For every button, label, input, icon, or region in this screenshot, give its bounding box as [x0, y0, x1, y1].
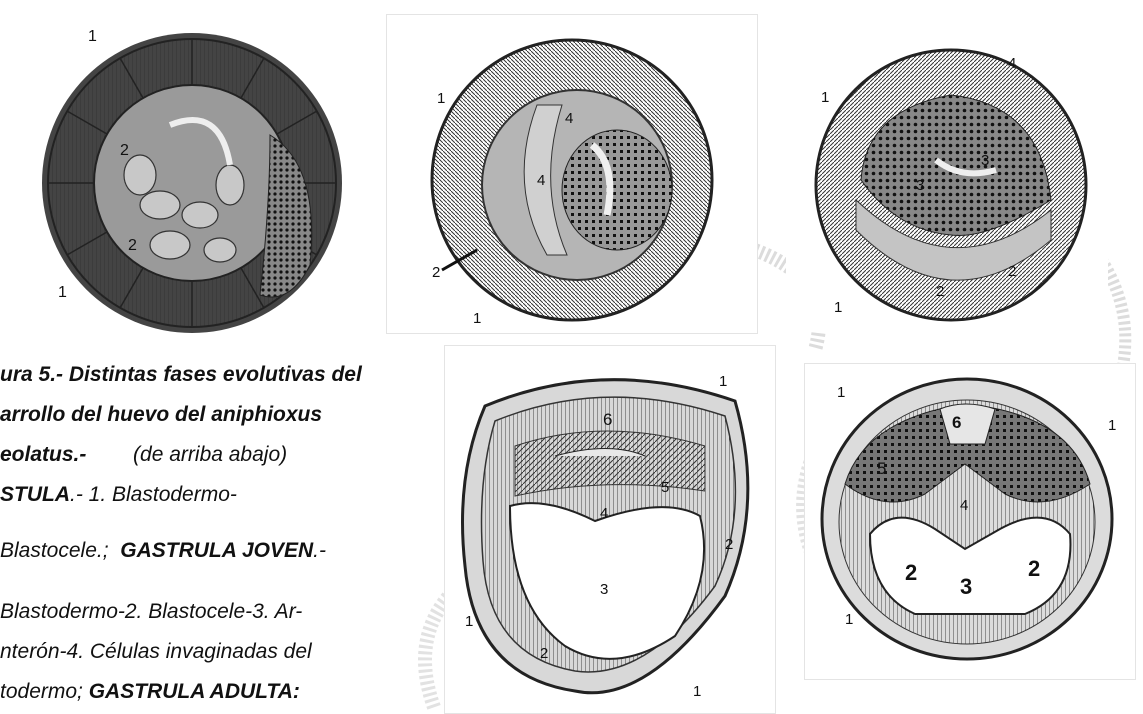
label-3: 3 — [916, 177, 924, 194]
label-1: 1 — [1108, 417, 1116, 434]
label-1: 1 — [821, 89, 829, 106]
label-1: 1 — [719, 373, 727, 390]
label-2: 2 — [128, 237, 137, 254]
label-3: 3 — [960, 574, 972, 599]
label-2: 2 — [936, 283, 944, 300]
label-4: 4 — [600, 505, 608, 522]
label-1: 1 — [834, 299, 842, 316]
label-2: 2 — [1008, 263, 1016, 280]
caption-term: GASTRULA ADULTA — [89, 680, 293, 703]
label-4: 4 — [565, 110, 573, 127]
label-6: 6 — [952, 413, 961, 432]
caption-text: Blastodermo-2. Blastocele-3. Ar- — [0, 600, 302, 623]
label-1: 1 — [837, 384, 845, 401]
label-4: 4 — [537, 172, 545, 189]
caption-line: arrollo del huevo del aniphioxus — [0, 395, 322, 435]
caption-text: Blastocele.; — [0, 539, 109, 562]
caption-text: .- 1. Blastodermo- — [70, 483, 237, 506]
label-1: 1 — [58, 284, 67, 301]
caption-line: nterón-4. Células invaginadas del — [0, 632, 312, 672]
label-4: 4 — [960, 497, 968, 514]
caption-species: eolatus.- — [0, 443, 86, 466]
label-1: 1 — [465, 613, 473, 630]
caption-line: Blastodermo-2. Blastocele-3. Ar- — [0, 592, 302, 632]
label-6: 6 — [603, 410, 612, 429]
gastrula-illustration: 4 1 3 3 2 2 1 — [786, 30, 1108, 332]
caption-title: arrollo del huevo del aniphioxus — [0, 403, 322, 426]
caption-term: GASTRULA JOVEN — [120, 539, 313, 562]
label-1: 1 — [88, 28, 97, 45]
label-2: 2 — [1028, 556, 1040, 581]
caption-term: STULA — [0, 483, 70, 506]
caption-line: STULA.- 1. Blastodermo- — [0, 475, 237, 515]
label-2: 2 — [725, 536, 733, 553]
label-1: 1 — [437, 90, 445, 107]
label-2: 2 — [432, 264, 440, 281]
blastula-illustration: 1 2 2 1 — [20, 5, 352, 355]
label-1: 1 — [845, 611, 853, 628]
caption-text: nterón-4. Células invaginadas del — [0, 640, 312, 663]
caption-text: todermo; — [0, 680, 83, 703]
caption-title: ura 5.- Distintas fases evolutivas del — [0, 363, 362, 386]
caption-line: Blastocele.; GASTRULA JOVEN.- — [0, 531, 326, 571]
label-3: 3 — [600, 581, 608, 598]
label-2: 2 — [120, 142, 129, 159]
label-1: 1 — [693, 683, 701, 700]
label-5: 5 — [877, 459, 886, 478]
early-gastrula-illustration: 1 4 4 2 1 — [386, 14, 758, 334]
label-5: 5 — [661, 479, 669, 496]
caption-text: (de arriba abajo) — [133, 443, 287, 466]
label-4: 4 — [1008, 55, 1016, 72]
adult-gastrula-illustration: 6 1 4 5 2 3 1 2 1 — [444, 345, 776, 714]
label-2: 2 — [540, 645, 548, 662]
caption-text: : — [293, 680, 300, 703]
label-3: 3 — [981, 152, 989, 169]
label-1: 1 — [473, 310, 481, 327]
label-2: 2 — [905, 560, 917, 585]
late-gastrula-illustration: 1 6 1 5 4 2 3 2 1 — [804, 363, 1136, 680]
caption-text: .- — [313, 539, 326, 562]
caption-line: ura 5.- Distintas fases evolutivas del — [0, 355, 362, 395]
caption-line: eolatus.- (de arriba abajo) — [0, 435, 287, 475]
caption-line: todermo; GASTRULA ADULTA: — [0, 672, 300, 712]
